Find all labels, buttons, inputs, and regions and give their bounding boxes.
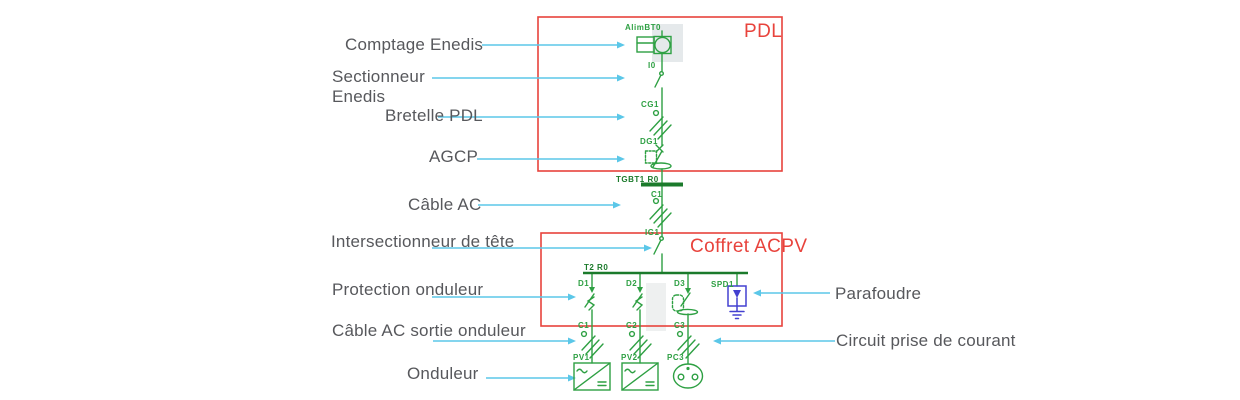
cable-cg1-symbol <box>649 109 672 140</box>
tag-dg1: DG1 <box>640 137 658 146</box>
disconnector-i0-symbol <box>654 70 665 88</box>
tag-c2: C2 <box>626 321 637 330</box>
tag-d3: D3 <box>674 279 685 288</box>
arrow-protection-onduleur <box>432 293 576 301</box>
tag-c1-top: C1 <box>651 190 662 199</box>
arrow-cable-ac-sortie <box>433 337 576 345</box>
arrow-intersectionneur <box>432 244 652 252</box>
callout-comptage-enedis: Comptage Enedis <box>345 35 484 54</box>
arrow-agcp <box>477 155 625 163</box>
arrow-bretelle-pdl <box>438 113 625 121</box>
arrow-parafoudre <box>753 289 830 297</box>
surge-arrester-spd1-symbol <box>727 285 747 320</box>
tag-tgbt1-r0: TGBT1 R0 <box>616 175 659 184</box>
arrow-sectionneur-enedis <box>432 74 625 82</box>
callout-cable-ac: Câble AC <box>408 195 482 214</box>
callout-cable-ac-sortie: Câble AC sortie onduleur <box>332 321 526 340</box>
energy-meter-symbol <box>636 35 672 55</box>
pdl-zone-title: PDL <box>744 21 783 42</box>
tag-c3: C3 <box>674 321 685 330</box>
breaker-dg1-symbol <box>644 144 672 170</box>
tag-d1: D1 <box>578 279 589 288</box>
branch-d2 <box>628 272 652 364</box>
arrow-cable-ac <box>478 201 621 209</box>
tag-cg1: CG1 <box>641 100 659 109</box>
meter-shading <box>652 24 683 62</box>
pdl-zone-box <box>537 16 783 172</box>
arrow-circuit-prise <box>713 337 835 345</box>
tag-pc3: PC3 <box>667 353 684 362</box>
tag-spd1: SPD1 <box>711 280 734 289</box>
tag-t2-r0: T2 R0 <box>584 263 608 272</box>
inverter-pv2-symbol <box>621 362 659 391</box>
callout-circuit-prise: Circuit prise de courant <box>836 331 1016 350</box>
tag-i0: I0 <box>648 61 656 70</box>
tag-c1: C1 <box>578 321 589 330</box>
callout-intersectionneur: Intersectionneur de tête <box>331 232 515 251</box>
callout-onduleur: Onduleur <box>407 364 479 383</box>
socket-pc3-symbol <box>672 363 704 389</box>
coffret-acpv-zone-title: Coffret ACPV <box>690 236 808 257</box>
cable-c1-top-symbol <box>649 197 672 228</box>
tag-ig1: IG1 <box>645 228 659 237</box>
diagram-lines <box>573 30 738 391</box>
branch-d1 <box>580 272 604 364</box>
switch-ig1-symbol <box>653 235 665 255</box>
tag-pv2: PV2 <box>621 353 638 362</box>
arrow-onduleur <box>486 374 576 382</box>
branch-d3 <box>671 272 700 365</box>
shading-artifact <box>646 283 666 331</box>
tag-alimbt0: AlimBT0 <box>625 23 661 32</box>
callout-protection-onduleur: Protection onduleur <box>332 280 484 299</box>
tag-pv1: PV1 <box>573 353 590 362</box>
callout-parafoudre: Parafoudre <box>835 284 922 303</box>
arrow-comptage-enedis <box>482 41 625 49</box>
callout-arrows <box>432 41 835 382</box>
callout-sectionneur-enedis: Sectionneur Enedis <box>332 67 425 106</box>
tag-d2: D2 <box>626 279 637 288</box>
callout-bretelle-pdl: Bretelle PDL <box>385 106 483 125</box>
zone-boxes <box>537 16 783 327</box>
inverter-pv1-symbol <box>573 362 611 391</box>
callout-agcp: AGCP <box>429 147 478 166</box>
